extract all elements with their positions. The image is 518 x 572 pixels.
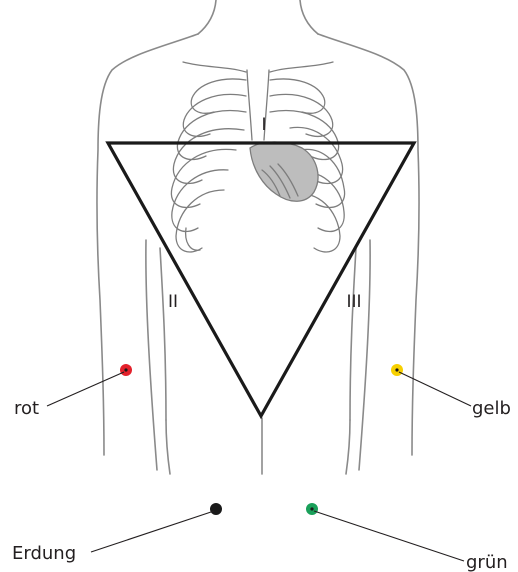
lead-label-ii: II (168, 292, 178, 312)
body-silhouette (97, 0, 419, 474)
lead-label-iii: III (346, 292, 361, 312)
electrode-black (210, 503, 222, 515)
label-gelb: gelb (472, 398, 511, 419)
leader-line-erdung (91, 511, 214, 552)
label-rot: rot (14, 398, 39, 419)
heart (250, 142, 318, 201)
electrode-red (120, 364, 132, 376)
label-gruen: grün (466, 552, 508, 572)
label-erdung: Erdung (12, 543, 76, 564)
lead-label-i: I (261, 115, 266, 135)
einthoven-triangle (108, 143, 414, 416)
leader-line-gelb (399, 372, 471, 406)
leader-line-gruen (314, 511, 464, 561)
electrode-green (306, 503, 318, 515)
electrode-yellow (391, 364, 403, 376)
leader-line-rot (47, 372, 124, 406)
